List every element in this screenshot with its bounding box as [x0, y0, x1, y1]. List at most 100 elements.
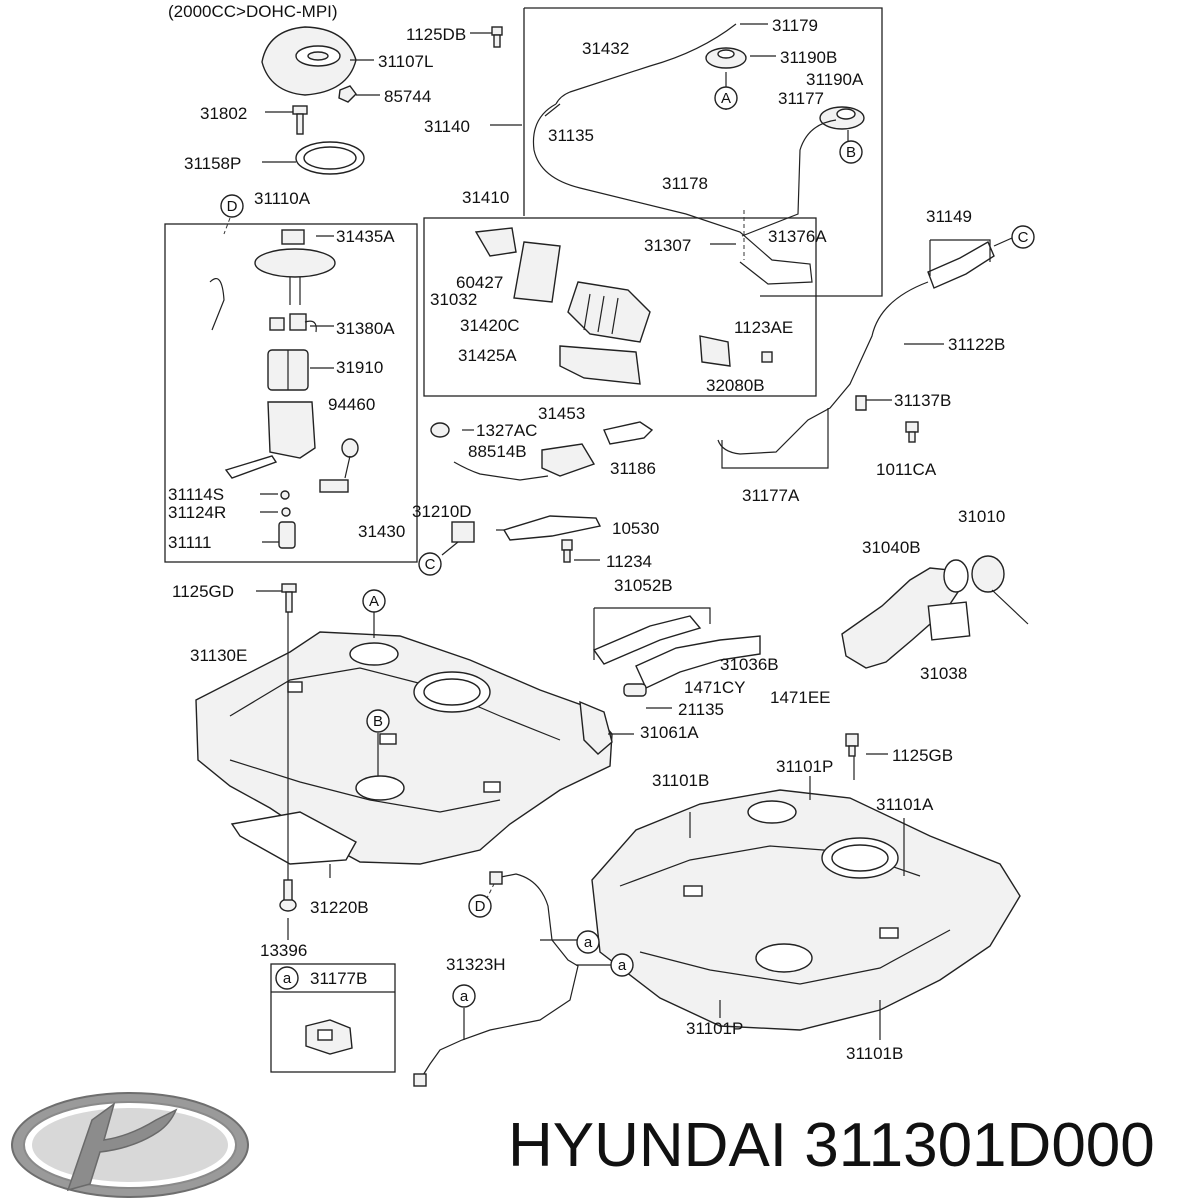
- vapor-hose-group-box: [524, 7, 883, 297]
- sensor-wire-88514b: [453, 461, 549, 481]
- bolt-1123ae: [761, 351, 773, 363]
- part-label: 31432: [582, 39, 629, 58]
- pump-group-box: [164, 223, 418, 563]
- hyundai-logo: [11, 1092, 249, 1198]
- part-label: 31101P: [776, 757, 833, 776]
- canister-31420c: [567, 281, 651, 343]
- part-label: 31032: [430, 290, 477, 309]
- clip-legend-box: [270, 963, 396, 1073]
- part-label: 31177A: [742, 486, 800, 505]
- callout-a-top: A: [714, 86, 738, 110]
- part-label: 31178: [662, 174, 708, 193]
- svg-text:C: C: [1018, 229, 1029, 246]
- part-label: 31130E: [190, 646, 247, 665]
- canister-group-box: [423, 217, 817, 397]
- vent-line-31122b: [717, 281, 929, 455]
- part-label: 31140: [424, 117, 470, 136]
- part-label: 31177: [778, 89, 824, 108]
- part-label: 1123AE: [734, 318, 793, 337]
- part-label: 31220B: [310, 898, 369, 917]
- callout-a-harness-3: a: [452, 984, 476, 1008]
- callout-a-tank: A: [362, 589, 386, 613]
- part-label: 31435A: [336, 227, 395, 246]
- harness-plug: [413, 1073, 427, 1087]
- part-label: 31910: [336, 358, 383, 377]
- part-label: 94460: [328, 395, 375, 414]
- part-label: 31802: [200, 104, 247, 123]
- svg-text:A: A: [721, 90, 731, 107]
- bolt-1125gd: [281, 583, 297, 613]
- part-label: 31101B: [652, 771, 709, 790]
- fuel-pump-flange: [209, 229, 336, 331]
- part-label: 31376A: [768, 227, 827, 246]
- sensor-31453: [541, 443, 596, 477]
- pump-fittings: [269, 313, 317, 333]
- tank-strap-31220b: [230, 811, 357, 865]
- cover-clip: [338, 85, 357, 103]
- harness-31323h: [419, 873, 579, 1081]
- part-label: 31380A: [336, 319, 395, 338]
- fuel-tank-31101: [591, 789, 1021, 1031]
- part-label: 31010: [958, 507, 1005, 526]
- callout-c-right: C: [1011, 225, 1035, 249]
- part-label: 1471CY: [684, 678, 745, 697]
- gasket-ring: [295, 141, 365, 175]
- svg-text:B: B: [846, 144, 856, 161]
- part-label: 31124R: [168, 503, 226, 522]
- part-label: 31158P: [184, 154, 241, 173]
- callout-a-harness-2: a: [610, 953, 634, 977]
- vapor-hose-31432: [555, 23, 737, 105]
- part-label: 31061A: [640, 723, 699, 742]
- callout-a-legend: a: [275, 966, 299, 990]
- part-label: 31410: [462, 188, 509, 207]
- part-label: 31052B: [614, 576, 673, 595]
- part-label: 31038: [920, 664, 967, 683]
- part-label: 11234: [606, 552, 652, 571]
- part-label: 31177B: [310, 969, 367, 988]
- part-label: 1125GB: [892, 746, 953, 765]
- fuel-level-sender: [319, 438, 359, 493]
- part-label: 31111: [168, 533, 212, 552]
- part-label: 1125DB: [406, 25, 466, 44]
- callout-a-harness-1: a: [576, 930, 600, 954]
- svg-text:B: B: [373, 713, 383, 730]
- valve-31430: [451, 521, 475, 543]
- part-label: 31101P: [686, 1019, 743, 1038]
- bolt-1125db: [491, 26, 503, 48]
- svg-text:a: a: [584, 934, 593, 951]
- engine-note: (2000CC>DOHC-MPI): [168, 2, 338, 21]
- part-label: 31122B: [948, 335, 1005, 354]
- part-label: 31420C: [460, 316, 520, 335]
- callout-b-tank: B: [366, 709, 390, 733]
- part-label: 10530: [612, 519, 659, 538]
- svg-text:a: a: [460, 988, 469, 1005]
- part-label: 31036B: [720, 655, 779, 674]
- part-label: 21135: [678, 700, 724, 719]
- pump-cover-plate: [261, 26, 357, 96]
- part-label: 31425A: [458, 346, 517, 365]
- filler-hose-31036b: [635, 635, 761, 689]
- fuel-filter-31910: [267, 349, 309, 391]
- harness-connector: [489, 871, 503, 885]
- part-label: 1327AC: [476, 421, 537, 440]
- part-label: 31190B: [780, 48, 837, 67]
- svg-text:a: a: [283, 970, 292, 987]
- callout-b-top: B: [839, 140, 863, 164]
- clip-31177b: [305, 1019, 353, 1055]
- heat-shield-10530: [502, 515, 602, 541]
- canister-tray-31425a: [559, 345, 641, 385]
- canister-cover-31032: [513, 241, 561, 303]
- part-label: 1125GD: [172, 582, 234, 601]
- canister-bracket-60427: [474, 227, 517, 257]
- part-label: 31101B: [846, 1044, 903, 1063]
- part-label: 31190A: [806, 70, 864, 89]
- callout-d-bottom: D: [468, 894, 492, 918]
- vapor-valve-31190a: [819, 106, 865, 130]
- bolt-1011ca: [905, 421, 919, 443]
- part-label: 31135: [548, 126, 594, 145]
- part-label: 31107L: [378, 52, 433, 71]
- part-label: 31210D: [412, 502, 472, 521]
- part-label: 1471EE: [770, 688, 831, 707]
- svg-text:D: D: [475, 898, 486, 915]
- fuel-tank-31150: [195, 631, 613, 865]
